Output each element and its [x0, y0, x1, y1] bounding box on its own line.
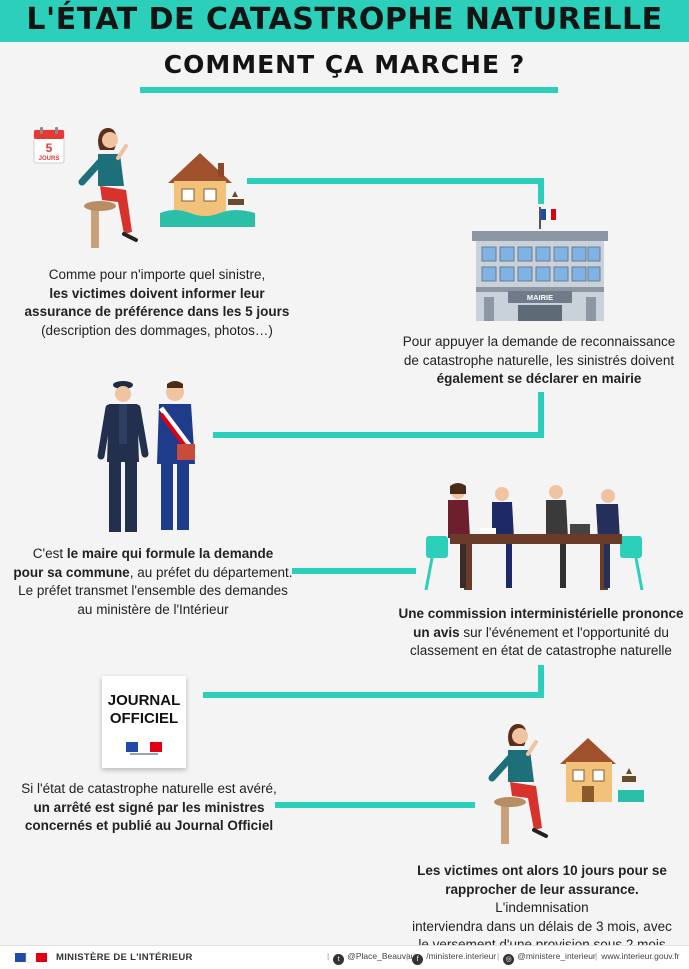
step3-line4: au ministère de l'Intérieur — [77, 601, 229, 617]
footer-separator: | — [406, 951, 409, 961]
footer-twitter[interactable]: |t@Place_Beauvau — [327, 951, 415, 965]
connector-1-vertical — [538, 178, 544, 204]
footer-separator: | — [497, 951, 500, 961]
step3-line3: Le préfet transmet l'ensemble des demand… — [18, 583, 288, 598]
step4-line2-bold: un avis — [413, 624, 460, 640]
journal-line1: JOURNAL — [107, 692, 181, 709]
twitter-icon: t — [333, 954, 345, 965]
step1-line1: Comme pour n'importe quel sinistre, — [48, 267, 266, 282]
page-subtitle: COMMENT ÇA MARCHE ? — [163, 50, 526, 79]
calendar-number: 5 — [46, 141, 53, 155]
house-illustration — [554, 730, 649, 810]
footer-instagram[interactable]: |◎@ministere_interieur — [497, 951, 596, 965]
step4-line1: Une commission interministérielle pronon… — [398, 606, 684, 621]
step1-text: Comme pour n'importe quel sinistre, les … — [22, 266, 292, 340]
step3-line1-bold: le maire qui formule la demande — [66, 546, 274, 561]
step2-text: Pour appuyer la demande de reconnaissanc… — [394, 333, 684, 389]
step1-line3: assurance de préférence dans les 5 jours — [24, 304, 290, 319]
mairie-illustration: MAIRIE — [466, 205, 614, 327]
footer-separator: | — [595, 951, 598, 961]
step3-line1: C'est le maire qui formule la demande — [8, 545, 298, 564]
flooded-house-illustration — [160, 145, 255, 235]
marianne-footer-logo-icon — [15, 952, 47, 964]
step4-text: Une commission interministérielle pronon… — [396, 605, 686, 661]
connector-2-vertical — [538, 392, 544, 436]
connector-4-vertical — [538, 665, 544, 698]
step6-line1: Les victimes ont alors 10 jours pour se — [417, 863, 667, 878]
step2-line2: de catastrophe naturelle, les sinistrés … — [403, 352, 675, 368]
footer-separator: | — [327, 951, 330, 961]
step5-line1: Si l'état de catastrophe naturelle est a… — [21, 781, 277, 796]
prefect-and-mayor-illustration — [95, 378, 205, 538]
calendar-label: JOURS — [39, 156, 60, 162]
journal-line2: OFFICIEL — [109, 710, 179, 727]
instagram-handle: @ministere_interieur — [517, 951, 596, 961]
facebook-icon: f — [412, 954, 424, 965]
step2-line1: Pour appuyer la demande de reconnaissanc… — [402, 334, 676, 349]
step3-line2-bold: pour sa commune — [13, 564, 130, 580]
page-title: L'ÉTAT DE CATASTROPHE NATURELLE — [26, 2, 663, 37]
connector-1-horizontal — [247, 178, 544, 184]
journal-officiel-document: JOURNAL OFFICIEL — [102, 676, 186, 768]
footer-website[interactable]: |www.interieur.gouv.fr — [595, 951, 679, 961]
subtitle-underline — [140, 87, 558, 93]
step6-line3: interviendra dans un délais de 3 mois, a… — [412, 918, 672, 934]
step5-line2: un arrêté est signé par les ministres — [33, 799, 265, 815]
step6-line2: rapprocher de leur assurance. L'indemnis… — [398, 881, 686, 918]
step6-line2-bold: rapprocher de leur assurance. — [445, 881, 639, 897]
calendar-icon: 5 JOURS — [33, 126, 65, 164]
woman-phone-illustration — [70, 122, 150, 262]
twitter-handle: @Place_Beauvau — [347, 951, 416, 961]
facebook-handle: /ministere.interieur — [426, 951, 497, 961]
step1-line2: les victimes doivent informer leur — [49, 285, 265, 301]
step1-line4: (description des dommages, photos…) — [41, 322, 273, 338]
title-bar — [0, 0, 689, 42]
commission-meeting-illustration — [420, 478, 652, 596]
woman-phone-illustration-2 — [480, 718, 560, 858]
marianne-logo-icon — [126, 742, 162, 756]
footer: MINISTÈRE DE L'INTÉRIEUR |t@Place_Beauva… — [0, 945, 689, 969]
step3-line2: pour sa commune, au préfet du départemen… — [8, 564, 298, 583]
footer-facebook[interactable]: |f/ministere.interieur — [406, 951, 496, 965]
step4-line3: classement en état de catastrophe nature… — [410, 643, 672, 658]
mairie-label: MAIRIE — [527, 293, 553, 302]
connector-5-horizontal — [275, 802, 475, 808]
step5-line3: concernés et publié au Journal Officiel — [24, 818, 274, 833]
footer-ministry-name: MINISTÈRE DE L'INTÉRIEUR — [56, 952, 193, 963]
step4-line2-rest: sur l'événement et l'opportunité du — [459, 624, 669, 640]
step6-text: Les victimes ont alors 10 jours pour se … — [398, 862, 686, 955]
step4-line2: un avis sur l'événement et l'opportunité… — [396, 624, 686, 643]
step6-line2-rest: L'indemnisation — [495, 900, 589, 915]
step3-line1-pre: C'est — [32, 546, 67, 561]
step3-text: C'est le maire qui formule la demande po… — [8, 545, 298, 619]
instagram-icon: ◎ — [503, 954, 515, 965]
website-url: www.interieur.gouv.fr — [601, 951, 680, 961]
connector-3-horizontal — [292, 568, 416, 574]
connector-4-horizontal — [203, 692, 544, 698]
step5-text: Si l'état de catastrophe naturelle est a… — [6, 780, 292, 836]
step2-line3: également se déclarer en mairie — [436, 371, 642, 386]
connector-2-horizontal — [213, 432, 544, 438]
step3-line2-rest: , au préfet du département. — [129, 564, 293, 580]
